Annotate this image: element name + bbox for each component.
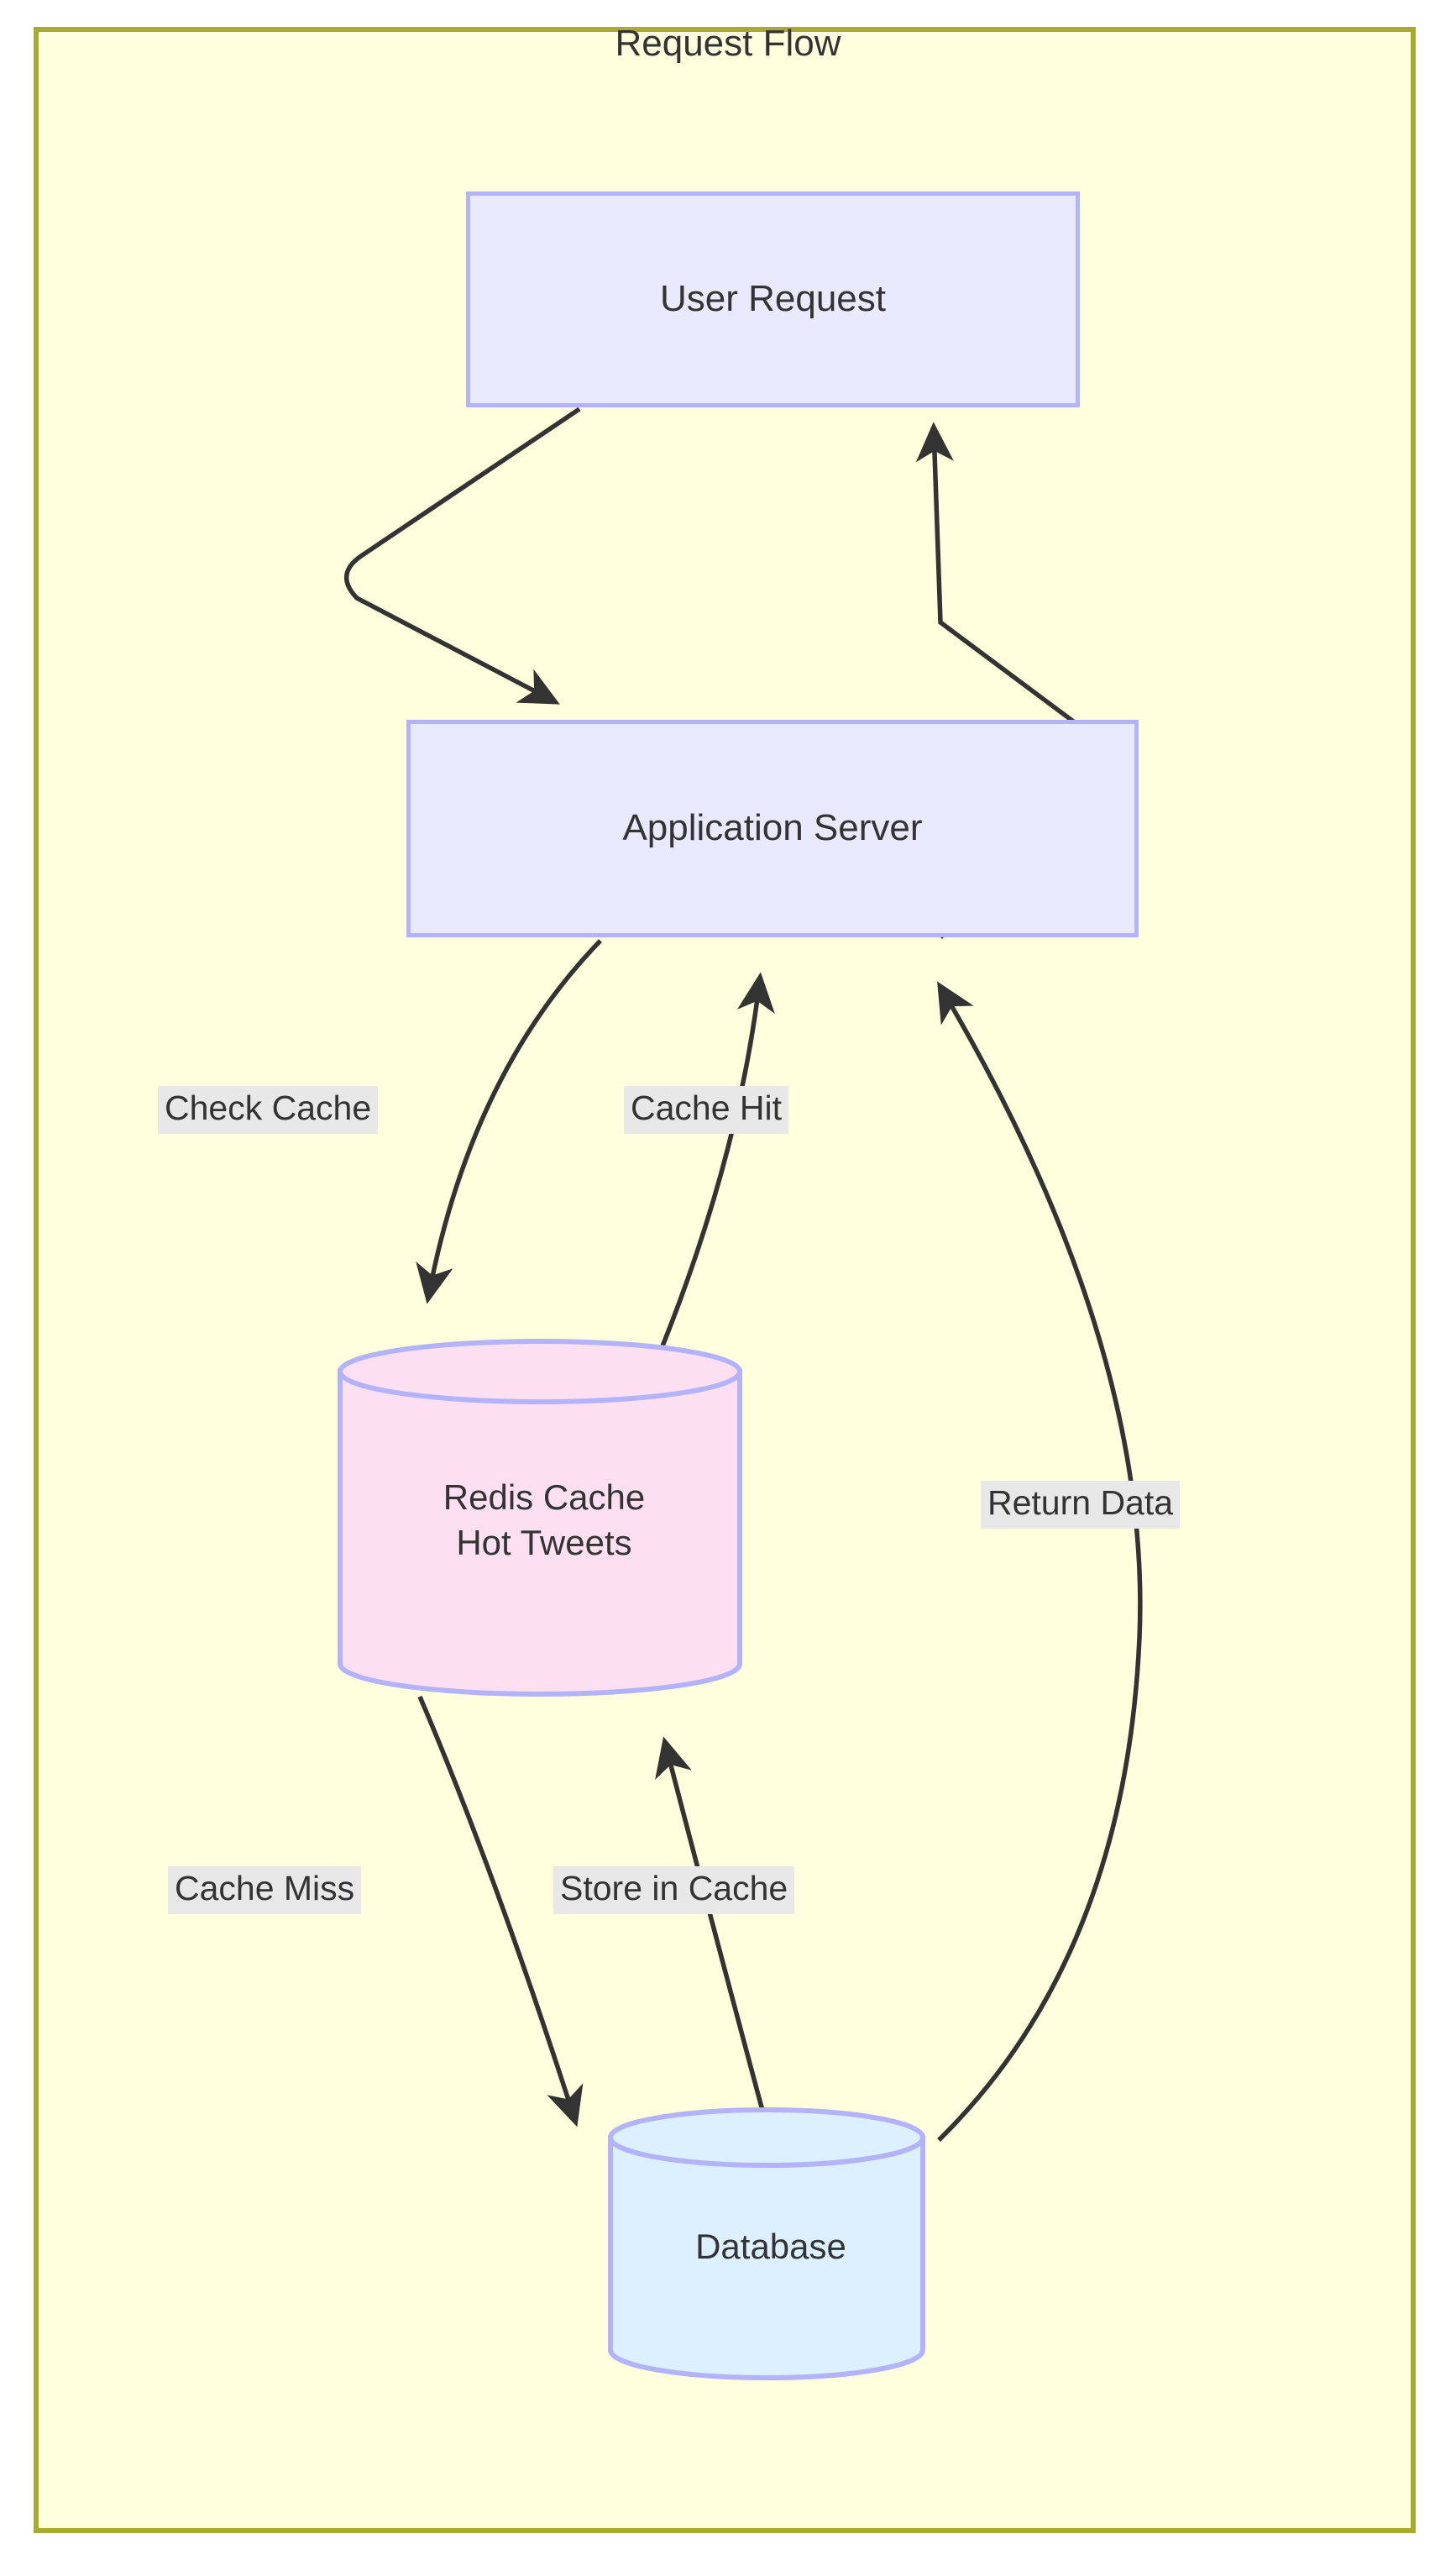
- edge-user-request-to-application-server: [343, 407, 581, 705]
- edge-redis-cache-to-application-server: [654, 972, 775, 1362]
- edge-application-server-to-redis-cache: [416, 939, 602, 1304]
- edge-redis-cache-to-database: [417, 1695, 584, 2127]
- node-redis-cache[interactable]: [336, 1337, 752, 1698]
- edge-label-store-in-cache: Store in Cache: [553, 1866, 795, 1914]
- edge-label-check-cache: Check Cache: [158, 1086, 379, 1134]
- node-user-request[interactable]: User Request: [466, 191, 1080, 407]
- node-database[interactable]: [606, 2106, 935, 2384]
- edge-database-to-redis-cache: [655, 1736, 767, 2117]
- edge-label-cache-miss: Cache Miss: [168, 1866, 362, 1914]
- edge-label-cache-hit: Cache Hit: [624, 1086, 789, 1134]
- node-application-server[interactable]: Application Server: [406, 720, 1139, 937]
- edge-label-return-data: Return Data: [981, 1481, 1181, 1529]
- edge-database-to-application-server: [937, 981, 1143, 2142]
- node-user-request-label: User Request: [659, 278, 886, 320]
- page-title: Request Flow: [615, 23, 841, 64]
- node-application-server-label: Application Server: [622, 807, 923, 849]
